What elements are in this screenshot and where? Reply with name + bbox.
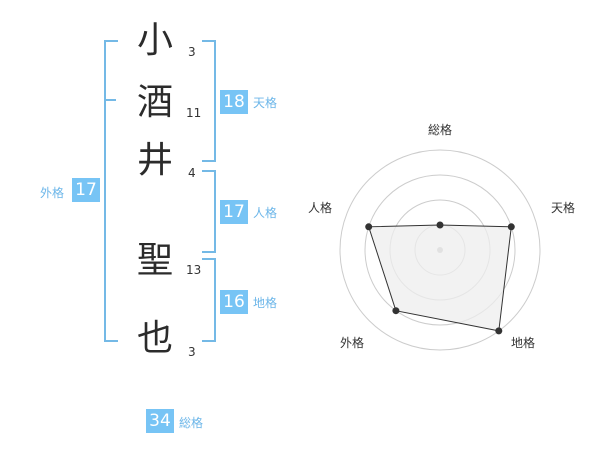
radar-axis-label-jinkaku: 人格 (308, 201, 333, 215)
jinkaku-value-box: 17 (220, 200, 248, 224)
tenkaku-bracket (202, 40, 216, 162)
chikaku-label: 地格 (253, 296, 278, 310)
name-character: 也 (136, 318, 173, 359)
gaikaku-bracket (104, 40, 118, 342)
chikaku-value-box: 16 (220, 290, 248, 314)
jinkaku-label: 人格 (253, 206, 278, 220)
radar-data-point (392, 307, 400, 315)
soukaku-label: 総格 (179, 416, 204, 430)
name-character: 井 (136, 140, 173, 181)
stroke-count: 4 (188, 166, 196, 180)
radar-data-point (365, 223, 373, 231)
chikaku-bracket (202, 258, 216, 342)
stroke-count: 11 (186, 106, 202, 120)
radar-data-point (495, 327, 503, 335)
radar-axis-label-soukaku: 総格 (428, 123, 453, 137)
stroke-count: 3 (188, 45, 196, 59)
jinkaku-bracket (202, 170, 216, 253)
tenkaku-value-box: 18 (220, 90, 248, 114)
radar-data-point (436, 221, 444, 229)
stroke-count: 13 (186, 263, 202, 277)
bracket-tick (104, 99, 116, 101)
radar-data-point (507, 223, 515, 231)
name-character: 酒 (136, 82, 173, 123)
radar-data-polygon (368, 224, 512, 332)
soukaku-value-box: 34 (146, 409, 174, 433)
stroke-count: 3 (188, 345, 196, 359)
tenkaku-label: 天格 (253, 96, 278, 110)
radar-axis-label-gaikaku: 外格 (340, 336, 365, 350)
radar-axis-label-chikaku: 地格 (511, 336, 536, 350)
radar-grid-ring (339, 149, 541, 351)
gaikaku-label: 外格 (40, 186, 65, 200)
name-character: 聖 (136, 240, 173, 281)
radar-axis-label-tenkaku: 天格 (551, 201, 576, 215)
name-character: 小 (136, 20, 173, 61)
gaikaku-value-box: 17 (72, 178, 100, 202)
radar-grid-ring (364, 174, 516, 326)
